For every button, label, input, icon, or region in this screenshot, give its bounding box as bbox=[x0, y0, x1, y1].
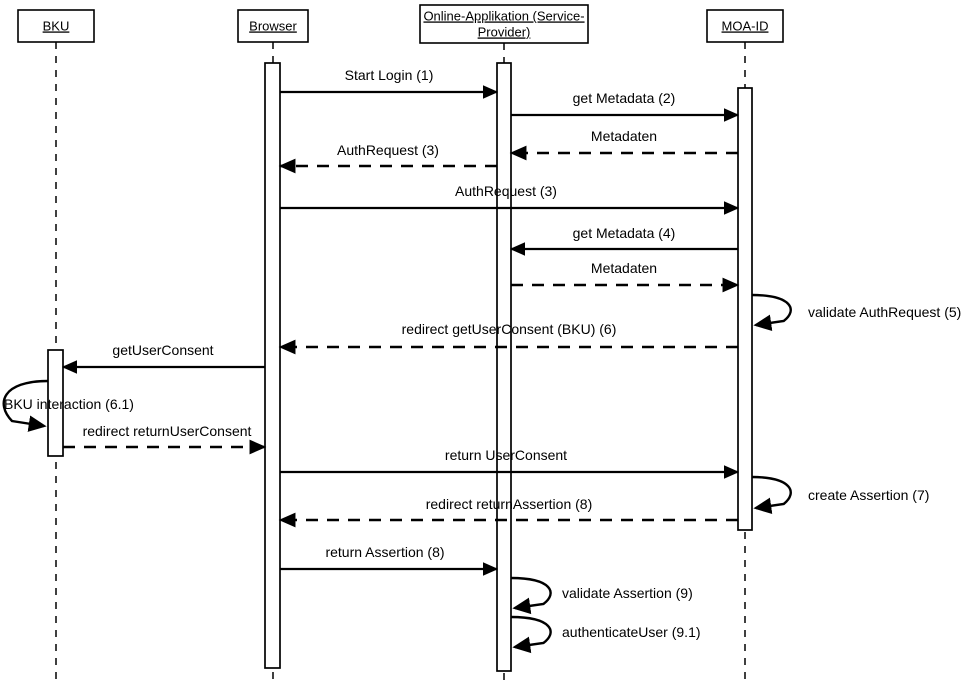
message-m9[interactable]: getUserConsent bbox=[61, 342, 265, 374]
message-label-m6: get Metadata (4) bbox=[573, 225, 676, 241]
message-label-m2: get Metadata (2) bbox=[573, 90, 676, 106]
message-m8[interactable]: redirect getUserConsent (BKU) (6) bbox=[278, 321, 738, 355]
message-m3[interactable]: Metadaten bbox=[509, 128, 738, 161]
lifeline-browser[interactable]: Browser bbox=[237, 9, 309, 682]
activation-bar-browser[interactable] bbox=[264, 62, 281, 669]
message-m6[interactable]: get Metadata (4) bbox=[509, 225, 738, 256]
message-label-m5: AuthRequest (3) bbox=[455, 183, 557, 199]
self-message-s2[interactable]: BKU interaction (6.1) bbox=[2, 379, 134, 432]
message-label-m11: return UserConsent bbox=[445, 447, 567, 463]
self-message-s5[interactable]: authenticateUser (9.1) bbox=[510, 615, 701, 654]
message-m10[interactable]: redirect returnUserConsent bbox=[63, 423, 267, 455]
lifeline-label-moaid: MOA-ID bbox=[722, 18, 769, 33]
self-message-arrow-s1 bbox=[751, 293, 792, 332]
self-message-label-s4: validate Assertion (9) bbox=[562, 585, 693, 601]
message-label-m3: Metadaten bbox=[591, 128, 657, 144]
message-label-m1: Start Login (1) bbox=[345, 67, 434, 83]
message-label-m8: redirect getUserConsent (BKU) (6) bbox=[402, 321, 617, 337]
lifeline-label-oa-line2: Provider) bbox=[478, 24, 531, 39]
messages-layer: Start Login (1) get Metadata (2) Metadaten… bbox=[61, 67, 740, 576]
lifeline-oa[interactable]: Online-Applikation (Service-Provider) bbox=[419, 4, 589, 682]
self-messages-layer: validate AuthRequest (5) BKU interaction … bbox=[2, 293, 961, 654]
self-message-arrow-s5 bbox=[510, 615, 552, 654]
message-m12[interactable]: redirect returnAssertion (8) bbox=[278, 496, 738, 528]
message-label-m13: return Assertion (8) bbox=[325, 544, 444, 560]
message-label-m12: redirect returnAssertion (8) bbox=[426, 496, 593, 512]
lifeline-moaid[interactable]: MOA-ID bbox=[706, 9, 784, 682]
self-message-label-s3: create Assertion (7) bbox=[808, 487, 929, 503]
message-label-m4: AuthRequest (3) bbox=[337, 142, 439, 158]
message-m1[interactable]: Start Login (1) bbox=[280, 67, 499, 99]
activation-bar-oa[interactable] bbox=[496, 62, 512, 672]
message-m5[interactable]: AuthRequest (3) bbox=[280, 183, 740, 215]
self-message-label-s5: authenticateUser (9.1) bbox=[562, 624, 701, 640]
self-message-label-s2: BKU interaction (6.1) bbox=[4, 396, 134, 412]
lifeline-box-moaid[interactable] bbox=[706, 9, 784, 43]
message-label-m9: getUserConsent bbox=[112, 342, 213, 358]
self-message-label-s1: validate AuthRequest (5) bbox=[808, 304, 961, 320]
self-message-arrow-s2 bbox=[2, 379, 49, 432]
lifelines-layer: BKU Browser Online-Applikation (Service-Pr… bbox=[17, 4, 784, 682]
lifeline-label-oa-line1: Online-Applikation (Service- bbox=[423, 8, 584, 23]
message-m2[interactable]: get Metadata (2) bbox=[511, 90, 740, 122]
message-m4[interactable]: AuthRequest (3) bbox=[278, 142, 497, 174]
message-label-m7: Metadaten bbox=[591, 260, 657, 276]
message-label-m10: redirect returnUserConsent bbox=[83, 423, 252, 439]
self-message-arrow-s3 bbox=[751, 475, 792, 515]
lifeline-box-bku[interactable] bbox=[17, 9, 95, 43]
message-m11[interactable]: return UserConsent bbox=[280, 447, 740, 479]
lifeline-label-browser: Browser bbox=[249, 18, 297, 33]
message-m13[interactable]: return Assertion (8) bbox=[280, 544, 499, 576]
self-message-arrow-s4 bbox=[510, 576, 552, 615]
lifeline-bku[interactable]: BKU bbox=[17, 9, 95, 682]
lifeline-label-bku: BKU bbox=[43, 18, 70, 33]
message-m7[interactable]: Metadaten bbox=[511, 260, 740, 293]
activation-bar-moaid[interactable] bbox=[737, 87, 753, 531]
self-message-s3[interactable]: create Assertion (7) bbox=[751, 475, 929, 515]
self-message-s4[interactable]: validate Assertion (9) bbox=[510, 576, 693, 615]
self-message-s1[interactable]: validate AuthRequest (5) bbox=[751, 293, 961, 332]
activation-bar-bku[interactable] bbox=[47, 349, 64, 457]
